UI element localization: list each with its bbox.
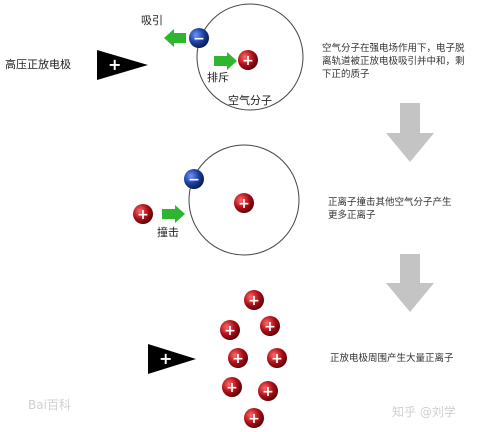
impact-proton <box>133 204 153 224</box>
molecule-label: 空气分子 <box>228 94 272 107</box>
stage3-desc-line-1: 正放电极周围产生大量正离子 <box>330 353 454 364</box>
ion-7: + <box>258 381 278 401</box>
stage2-group: − + + <box>133 144 434 312</box>
svg-text:+: + <box>248 411 260 427</box>
svg-text:+: + <box>271 351 283 367</box>
electron-minus-1: − <box>193 31 205 47</box>
stage2-desc-line-1: 正离子撞击其他空气分子产生 <box>328 197 452 208</box>
stage1-desc-line-1: 空气分子在强电场作用下，电子脱 <box>322 43 465 54</box>
electrode-bottom <box>148 344 196 374</box>
electrode-top-plus: + <box>108 55 121 74</box>
molecule-orbit-1 <box>196 3 304 111</box>
repel-arrow <box>214 52 237 70</box>
svg-text:+: + <box>264 319 276 335</box>
down-arrow-2 <box>386 254 434 312</box>
attract-label: 吸引 <box>141 14 163 27</box>
watermark-left: Bai百科 <box>28 398 71 412</box>
svg-text:+: + <box>226 380 238 396</box>
stage3-group: + + + + + + + + + <box>148 290 287 428</box>
impact-arrow <box>162 205 185 223</box>
ion-6: + <box>222 377 242 397</box>
proton-particle-2 <box>234 193 254 213</box>
stage1-desc-line-3: 下正的质子 <box>322 69 370 80</box>
svg-text:+: + <box>248 293 260 309</box>
positive-ion-cloud: + + + + + + + + <box>220 290 287 428</box>
ion-1: + <box>244 290 264 310</box>
stage2-desc-line-2: 更多正离子 <box>328 210 376 221</box>
svg-text:+: + <box>224 323 236 339</box>
electrode-bottom-plus: + <box>159 349 172 368</box>
ion-4: + <box>228 348 248 368</box>
attract-arrow <box>164 29 186 47</box>
svg-text:+: + <box>232 351 244 367</box>
electrode-top <box>97 50 148 80</box>
watermark-right: 知乎 @刘学 <box>392 405 456 419</box>
electron-particle-2 <box>184 169 204 189</box>
impact-proton-plus: + <box>137 207 149 223</box>
impact-label: 撞击 <box>157 226 179 239</box>
electron-minus-2: − <box>188 172 200 188</box>
ion-5: + <box>267 348 287 368</box>
repel-label: 排斥 <box>207 71 229 84</box>
proton-plus-2: + <box>238 196 250 212</box>
ion-8: + <box>244 408 264 428</box>
proton-particle-1 <box>238 50 258 70</box>
stage1-desc-line-2: 离轨道被正放电极吸引并中和，剩 <box>322 56 465 67</box>
electron-particle-1 <box>189 28 209 48</box>
svg-text:+: + <box>262 384 274 400</box>
ion-3: + <box>260 316 280 336</box>
stage1-group: + − + <box>97 3 434 162</box>
ion-2: + <box>220 320 240 340</box>
electrode-label: 高压正放电极 <box>5 58 71 71</box>
down-arrow-1 <box>386 103 434 162</box>
molecule-orbit-2 <box>188 144 300 256</box>
proton-plus-1: + <box>242 53 254 69</box>
